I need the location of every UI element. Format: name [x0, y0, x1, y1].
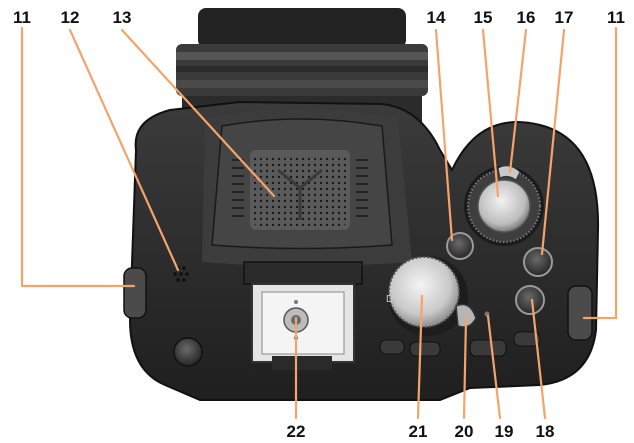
leader-c16 — [508, 28, 528, 174]
callout-11-right: 11 — [607, 8, 625, 27]
strap-eyelet-right — [567, 285, 593, 341]
button-upper-right — [523, 247, 553, 277]
callout-14: 14 — [427, 8, 446, 27]
callout-18: 18 — [536, 422, 555, 441]
leader-c13 — [120, 28, 276, 198]
leader-c11-right — [582, 26, 618, 320]
button-left-of-dial — [446, 232, 474, 260]
leader-c19 — [486, 314, 502, 420]
callout-12: 12 — [61, 8, 80, 27]
leader-c21 — [416, 294, 424, 420]
callout-19: 19 — [495, 422, 514, 441]
rear-knob — [173, 337, 203, 367]
front-controls — [379, 331, 541, 357]
button-lower-right — [515, 285, 545, 315]
leader-c18 — [530, 298, 547, 420]
callout-20: 20 — [455, 422, 474, 441]
dial-lever — [455, 303, 477, 328]
strap-eyelet-left — [123, 267, 147, 319]
leader-lines — [20, 26, 618, 420]
callout-17: 17 — [555, 8, 574, 27]
leader-c14 — [434, 28, 454, 242]
callout-16: 16 — [517, 8, 536, 27]
callout-15: 15 — [474, 8, 493, 27]
svg-text:D: D — [386, 294, 393, 305]
leader-c15 — [481, 28, 500, 198]
callout-numbers: 11 12 13 14 15 16 17 11 22 21 20 19 18 — [13, 8, 625, 441]
flash-grille — [232, 150, 368, 230]
hot-shoe — [243, 261, 363, 370]
leader-c12 — [68, 28, 180, 272]
callout-21: 21 — [409, 422, 428, 441]
mode-dial: D — [386, 256, 468, 336]
leader-c20 — [462, 316, 468, 420]
leader-c17 — [540, 28, 566, 256]
callout-11-left: 11 — [13, 8, 31, 27]
shutter-assembly — [464, 165, 544, 246]
callout-13: 13 — [113, 8, 132, 27]
leader-c11-left — [20, 26, 136, 288]
speaker-icon — [173, 266, 189, 282]
callout-22: 22 — [287, 422, 306, 441]
